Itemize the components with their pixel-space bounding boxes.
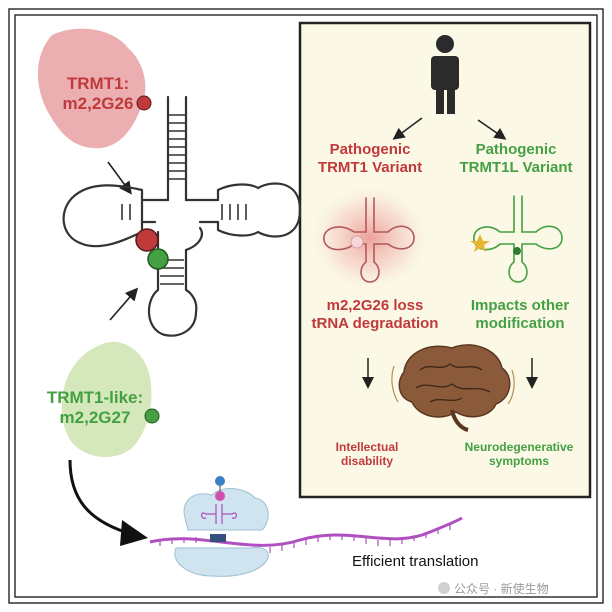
person-arrow-right (477, 119, 507, 140)
wechat-watermark-icon (438, 582, 450, 594)
mrna-ticks (159, 524, 451, 553)
trmt1l-label-line1: TRMT1-like: (46, 388, 144, 407)
person-icon (431, 35, 459, 114)
small-trna-trmt1 (323, 197, 415, 283)
trna-g26-red-mark (135, 228, 159, 252)
trmt1l-arrow (109, 287, 139, 321)
trmt1-outcome-line1: Intellectual (335, 440, 399, 454)
trmt1l-enzyme-blob (61, 341, 152, 458)
ribosome-small-subunit (174, 547, 269, 577)
trmt1l-variant-line2: TRMT1L Variant (459, 159, 573, 176)
trmt1-outcome-text: Intellectual disability (312, 440, 422, 469)
star-icon (470, 234, 490, 252)
m22g26-red-dot (136, 95, 152, 111)
trmt1-label-line2: m2,2G26 (62, 94, 134, 114)
translation-label: Efficient translation (352, 553, 479, 570)
trmt1l-effect-text: Impacts other modification (455, 297, 585, 333)
trmt1-variant-heading: Pathogenic TRMT1 Variant (305, 141, 435, 177)
ribosome-large-subunit (183, 488, 269, 531)
trmt1-enzyme-blob (37, 28, 146, 149)
trna-g27-green-mark (147, 248, 169, 270)
trmt1-variant-line2: TRMT1 Variant (317, 159, 423, 176)
trmt1l-to-ribosome-arrowhead (120, 520, 148, 546)
trmt1l-outcome-line1: Neurodegenerative (464, 440, 574, 454)
watermark-text: 公众号 · 新使生物 (454, 582, 549, 596)
trmt1l-label-line2: m2,2G27 (59, 408, 131, 428)
trmt1l-outcome-line2: symptoms (488, 454, 550, 469)
small-trna-faded-dot (350, 235, 364, 249)
trna-stem-rungs (121, 114, 247, 285)
trmt1l-variant-line1: Pathogenic (475, 141, 557, 158)
small-trna-trmt1l (473, 195, 563, 283)
trmt1-outcome-line2: disability (340, 454, 393, 469)
ribosome-trna-small (200, 504, 238, 524)
trmt1-variant-line1: Pathogenic (329, 141, 411, 158)
inner-frame (14, 14, 598, 598)
amino-acid-blue (215, 476, 225, 486)
trna-cloverleaf (62, 95, 302, 337)
person-arrow-left (392, 117, 423, 140)
trmt1l-effect-line1: Impacts other (470, 297, 570, 314)
m22g27-green-dot (144, 408, 160, 424)
trmt1-effect-line1: m2,2G26 loss (326, 297, 424, 314)
trmt1l-variant-heading: Pathogenic TRMT1L Variant (446, 141, 586, 177)
small-trna-green-dot (513, 247, 521, 255)
anticodon-block (210, 534, 226, 542)
amino-acid-pink (215, 491, 225, 501)
trmt1-label: TRMT1: m2,2G26 (52, 74, 144, 115)
trmt1l-effect-line2: modification (475, 315, 565, 332)
trmt1-effect-line2: tRNA degradation (311, 315, 439, 332)
trmt1l-to-ribosome-arrow (68, 459, 126, 534)
trmt1-label-line1: TRMT1: (66, 74, 130, 93)
degradation-glow (308, 183, 432, 293)
trmt1l-outcome-text: Neurodegenerative symptoms (454, 440, 584, 469)
trmt1l-label: TRMT1-like: m2,2G27 (40, 388, 150, 429)
brain-icon (391, 344, 515, 432)
trmt1-effect-text: m2,2G26 loss tRNA degradation (300, 297, 450, 333)
